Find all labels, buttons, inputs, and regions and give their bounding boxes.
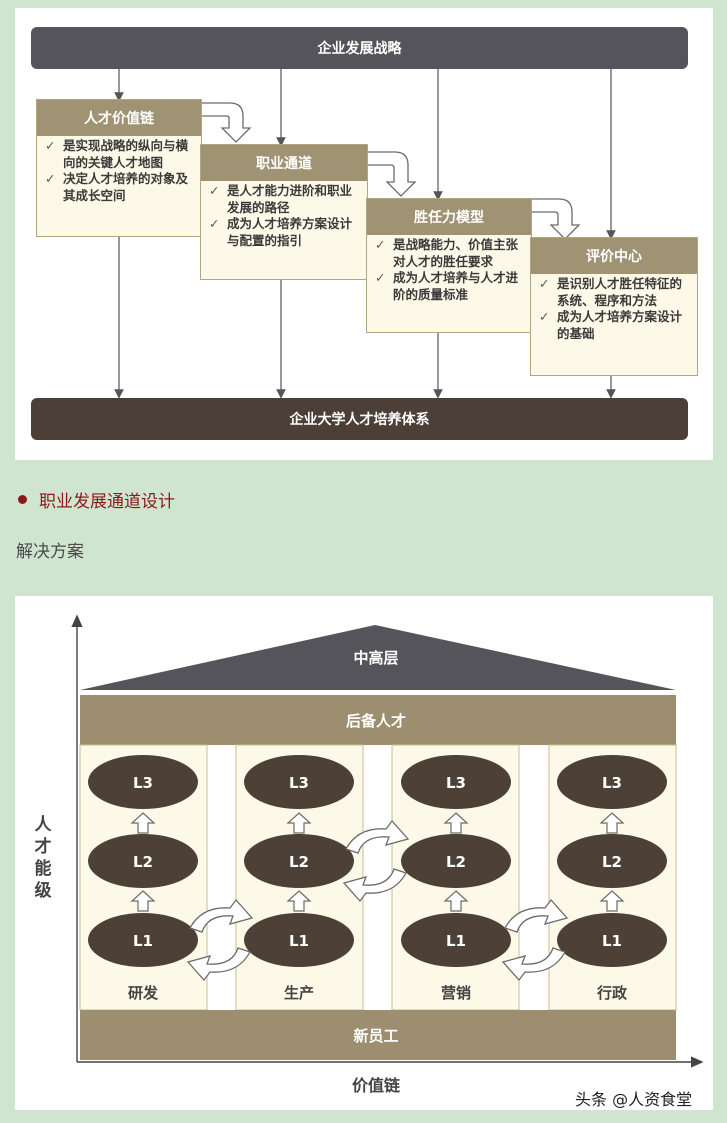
bullet-icon xyxy=(18,495,27,504)
level-ellipse xyxy=(401,913,511,967)
level-label: L1 xyxy=(602,932,622,950)
stage-point: ✓ 成为人才培养方案设计的基础 xyxy=(539,309,691,342)
level-label: L1 xyxy=(446,932,466,950)
level-ellipse xyxy=(557,834,667,888)
university-bar: 企业大学人才培养体系 xyxy=(31,398,688,440)
stage-point-text: 是人才能力进阶和职业发展的路径 xyxy=(227,183,353,215)
stage-point: ✓ 是人才能力进阶和职业发展的路径 xyxy=(209,183,361,216)
bent-arrow-icon xyxy=(199,102,252,143)
stage-point: ✓ 是实现战略的纵向与横向的关键人才地图 xyxy=(45,138,195,171)
level-ellipse xyxy=(401,834,511,888)
stage-assessment-center: 评价中心 ✓ 是识别人才胜任特征的系统、程序和方法 ✓ 成为人才培养方案设计的基础 xyxy=(530,237,698,376)
check-icon: ✓ xyxy=(539,276,550,291)
cycle-arrow-icon xyxy=(342,819,410,903)
up-arrow-icon xyxy=(443,812,469,834)
check-icon: ✓ xyxy=(45,138,56,153)
level-label: L2 xyxy=(446,853,466,871)
stage-point: ✓ 决定人才培养的对象及其成长空间 xyxy=(45,171,195,204)
level-label: L3 xyxy=(289,774,309,792)
stage-title: 职业通道 xyxy=(201,145,367,181)
stage-point-text: 成为人才培养方案设计与配置的指引 xyxy=(227,216,353,248)
section-subtext: 解决方案 xyxy=(16,542,84,562)
y-axis-label-char: 级 xyxy=(35,880,52,901)
column-label: 生产 xyxy=(284,984,314,1002)
level-ellipse xyxy=(244,913,354,967)
bent-arrow-icon xyxy=(365,151,417,197)
level-ellipse xyxy=(88,755,198,809)
up-arrow-icon xyxy=(443,890,469,912)
up-arrow-icon xyxy=(286,812,312,834)
section-heading: 职业发展通道设计 xyxy=(18,487,175,512)
watermark: 头条 @人资食堂 xyxy=(575,1090,693,1109)
column-label: 研发 xyxy=(128,984,159,1002)
reserve-band xyxy=(80,695,676,745)
column-label: 行政 xyxy=(596,984,628,1002)
level-label: L3 xyxy=(133,774,153,792)
stage-competency-model: 胜任力模型 ✓ 是战略能力、价值主张对人才的胜任要求 ✓ 成为人才培养与人才进阶的质… xyxy=(366,198,532,333)
stage-title: 评价中心 xyxy=(531,238,697,274)
stage-point: ✓ 是识别人才胜任特征的系统、程序和方法 xyxy=(539,276,691,309)
top-diagram-connectors xyxy=(114,69,616,399)
level-label: L3 xyxy=(602,774,622,792)
roof-label: 中高层 xyxy=(353,649,398,667)
cycle-arrow-icon xyxy=(186,898,254,982)
check-icon: ✓ xyxy=(45,171,56,186)
stage-title: 胜任力模型 xyxy=(367,199,531,235)
up-arrow-icon xyxy=(599,890,625,912)
level-label: L2 xyxy=(289,853,309,871)
stage-point-text: 决定人才培养的对象及其成长空间 xyxy=(63,171,189,203)
stage-point-text: 成为人才培养与人才进阶的质量标准 xyxy=(393,270,519,302)
stage-point-text: 是识别人才胜任特征的系统、程序和方法 xyxy=(557,276,683,308)
y-axis-label-char: 人 xyxy=(35,815,53,835)
cycle-arrow-icon xyxy=(501,898,569,982)
up-arrow-icon xyxy=(130,890,156,912)
check-icon: ✓ xyxy=(375,237,386,252)
level-ellipse xyxy=(557,755,667,809)
level-ellipse xyxy=(244,834,354,888)
strategy-bar: 企业发展战略 xyxy=(31,27,688,69)
check-icon: ✓ xyxy=(375,270,386,285)
reserve-label: 后备人才 xyxy=(346,712,406,730)
stage-point-text: 成为人才培养方案设计的基础 xyxy=(557,309,683,341)
stage-talent-value-chain: 人才价值链 ✓ 是实现战略的纵向与横向的关键人才地图 ✓ 决定人才培养的对象及其成长… xyxy=(36,99,202,237)
level-ellipse xyxy=(88,834,198,888)
roof xyxy=(80,625,676,690)
level-label: L3 xyxy=(446,774,466,792)
up-arrow-icon xyxy=(130,812,156,834)
level-ellipse xyxy=(88,913,198,967)
level-label: L1 xyxy=(289,932,309,950)
check-icon: ✓ xyxy=(209,216,220,231)
level-label: L2 xyxy=(133,853,153,871)
up-arrow-icon xyxy=(286,890,312,912)
level-label: L2 xyxy=(602,853,622,871)
check-icon: ✓ xyxy=(209,183,220,198)
strategy-bar-label: 企业发展战略 xyxy=(317,41,402,57)
level-ellipse xyxy=(401,755,511,809)
x-axis-label: 价值链 xyxy=(352,1076,401,1095)
floor-band xyxy=(80,1010,676,1060)
section-heading-text: 职业发展通道设计 xyxy=(39,492,175,512)
stage-point-text: 是战略能力、价值主张对人才的胜任要求 xyxy=(393,237,519,269)
level-ellipse xyxy=(557,913,667,967)
stage-point: ✓ 成为人才培养与人才进阶的质量标准 xyxy=(375,270,525,303)
check-icon: ✓ xyxy=(539,309,550,324)
level-ellipse xyxy=(244,755,354,809)
up-arrow-icon xyxy=(599,812,625,834)
stage-point: ✓ 成为人才培养方案设计与配置的指引 xyxy=(209,216,361,249)
bent-arrow-icon xyxy=(529,198,581,240)
stage-title: 人才价值链 xyxy=(37,100,201,136)
stage-career-path: 职业通道 ✓ 是人才能力进阶和职业发展的路径 ✓ 成为人才培养方案设计与配置的指引 xyxy=(200,144,368,280)
stage-point: ✓ 是战略能力、价值主张对人才的胜任要求 xyxy=(375,237,525,270)
level-label: L1 xyxy=(133,932,153,950)
y-axis-label-char: 才 xyxy=(35,836,52,857)
floor-label: 新员工 xyxy=(353,1027,398,1045)
y-axis-label-char: 能 xyxy=(35,858,52,879)
stage-point-text: 是实现战略的纵向与横向的关键人才地图 xyxy=(63,138,189,170)
university-bar-label: 企业大学人才培养体系 xyxy=(289,412,430,428)
column-label: 营销 xyxy=(441,984,471,1002)
